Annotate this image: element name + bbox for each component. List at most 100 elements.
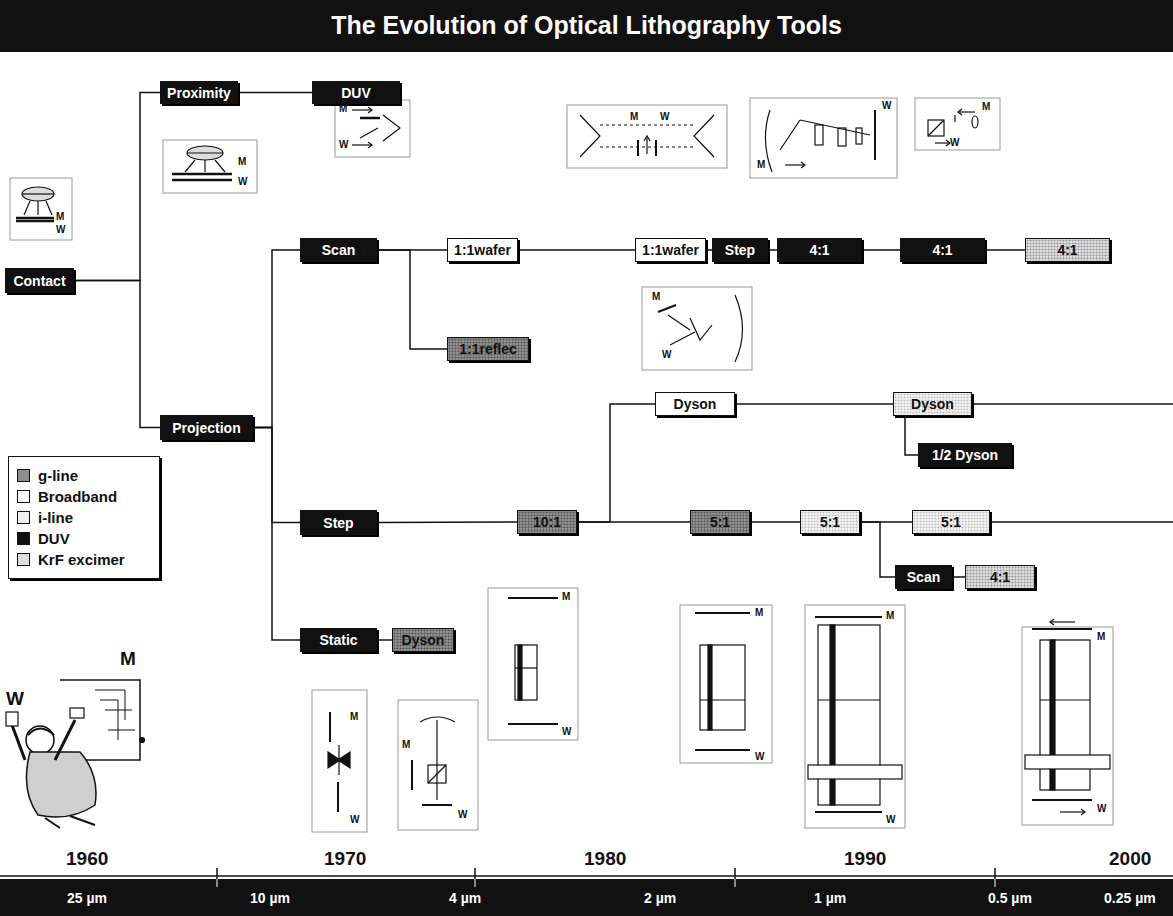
feature-size: 0.5 µm <box>988 890 1032 906</box>
tool-box: Step <box>300 510 377 535</box>
legend: g-lineBroadbandi-lineDUVKrF excimer <box>8 456 160 579</box>
feature-size: 25 µm <box>67 890 107 906</box>
connector <box>577 404 655 522</box>
mask-wafer-mark: M <box>402 740 410 750</box>
connector <box>905 416 918 455</box>
stepper-icon <box>680 605 772 763</box>
feature-size: 4 µm <box>449 890 481 906</box>
box-label: Dyson <box>911 396 954 412</box>
connector <box>985 249 1025 251</box>
step-scan-icon <box>1022 619 1113 825</box>
box-label: 10:1 <box>533 514 561 530</box>
box-label: 1:1wafer <box>642 242 699 258</box>
mask-wafer-mark: M <box>562 592 570 602</box>
tool-box: 10:1 <box>517 510 577 534</box>
stepper-icon <box>488 588 578 740</box>
tool-box: Scan <box>895 565 952 589</box>
mask-wafer-mark: M <box>886 611 894 621</box>
mask-wafer-mark: W <box>56 225 65 235</box>
mask-wafer-mark: W <box>339 140 348 150</box>
branch-line <box>972 403 1173 405</box>
legend-label: g-line <box>38 467 78 484</box>
scanner-icon <box>335 100 410 157</box>
connector <box>253 428 300 641</box>
legend-label: i-line <box>38 509 73 526</box>
box-label: Dyson <box>674 396 717 412</box>
legend-row: g-line <box>17 465 151 486</box>
mask-wafer-mark: M <box>238 157 246 167</box>
tool-box: 4:1 <box>777 238 862 262</box>
box-label: Proximity <box>167 85 231 101</box>
mask-wafer-mark: W <box>886 815 895 825</box>
tool-box: 4:1 <box>900 238 985 262</box>
feature-size: 10 µm <box>250 890 290 906</box>
year-label: 1990 <box>844 848 886 870</box>
mask-wafer-mark: W <box>1097 804 1106 814</box>
legend-label: Broadband <box>38 488 117 505</box>
tool-box: Scan <box>300 238 377 262</box>
year-label: 1970 <box>324 848 366 870</box>
branch-line <box>990 521 1173 523</box>
connector <box>577 521 690 523</box>
beamsplitter-icon <box>915 98 1000 150</box>
tool-box: 4:1 <box>965 565 1035 589</box>
box-label: 4:1 <box>932 242 952 258</box>
tool-box: 5:1 <box>800 510 860 534</box>
box-label: Step <box>323 515 353 531</box>
tool-box: 1:1wafer <box>635 238 706 262</box>
legend-swatch <box>17 490 30 503</box>
mask-wafer-mark: W <box>950 138 959 148</box>
connector <box>768 249 777 251</box>
mask-wafer-mark: W <box>238 177 247 187</box>
reflective-icon <box>642 287 752 370</box>
mask-wafer-mark: M <box>350 712 358 722</box>
tool-box: Contact <box>5 268 74 293</box>
tool-box: Projection <box>160 415 253 440</box>
box-label: 4:1 <box>809 242 829 258</box>
tool-box: 5:1 <box>690 510 750 534</box>
title-bar <box>0 0 1173 52</box>
mask-wafer-mark: W <box>660 112 669 122</box>
static-dyson-icon <box>398 700 478 830</box>
box-label: Scan <box>322 242 355 258</box>
contact-icon <box>10 178 72 240</box>
box-label: DUV <box>341 85 371 101</box>
connector <box>238 92 312 94</box>
legend-row: KrF excimer <box>17 549 151 570</box>
year-label: 1980 <box>584 848 626 870</box>
mask-wafer-mark: W <box>350 815 359 825</box>
legend-swatch <box>17 511 30 524</box>
catadioptric-icon <box>750 98 897 178</box>
year-label: 1960 <box>66 848 108 870</box>
title: The Evolution of Optical Lithography Too… <box>0 11 1173 40</box>
tool-box: 1:1wafer <box>447 238 518 262</box>
box-label: 1:1reflec <box>459 341 517 357</box>
legend-swatch <box>17 553 30 566</box>
tool-box: 1/2 Dyson <box>918 443 1012 467</box>
feature-size: 2 µm <box>644 890 676 906</box>
box-label: 5:1 <box>710 514 730 530</box>
connector <box>74 93 160 281</box>
connector <box>860 522 895 577</box>
mask-wafer-mark: W <box>562 727 571 737</box>
tool-box: Dyson <box>392 628 454 652</box>
connector <box>253 428 300 523</box>
mask-wafer-mark: M <box>56 212 64 222</box>
box-label: Scan <box>907 569 940 585</box>
axis-ticks <box>217 868 995 879</box>
proximity-icon <box>163 140 257 193</box>
tool-box: Proximity <box>160 81 238 104</box>
mask-wafer-mark: M <box>1097 632 1105 642</box>
tool-box: Step <box>712 238 768 262</box>
mask-wafer-mark: M <box>630 112 638 122</box>
mask-wafer-mark: M <box>755 608 763 618</box>
tool-box: 1:1reflec <box>447 337 529 361</box>
box-label: 4:1 <box>990 569 1010 585</box>
legend-swatch <box>17 532 30 545</box>
connector <box>377 250 447 349</box>
tool-box: DUV <box>312 81 400 104</box>
connector <box>862 249 900 251</box>
legend-label: KrF excimer <box>38 551 125 568</box>
mask-wafer-mark: W <box>6 688 24 710</box>
connector <box>377 521 517 523</box>
